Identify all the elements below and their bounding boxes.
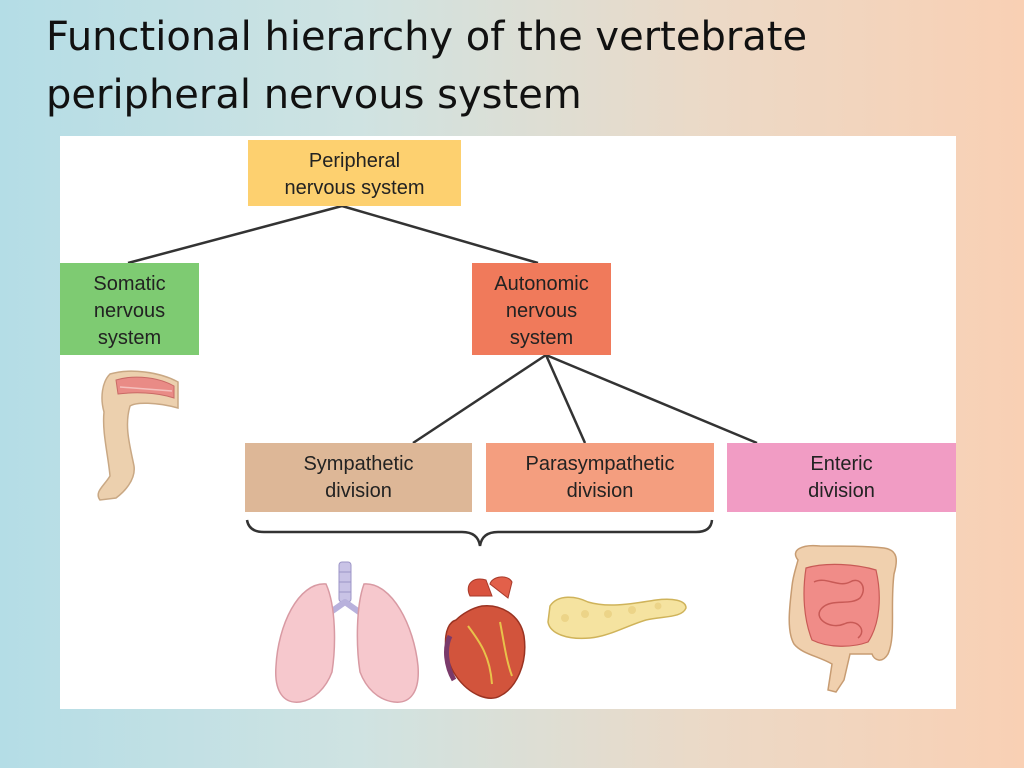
connector-lines	[97, 204, 898, 703]
connector-autonomic-enteric	[545, 353, 758, 445]
connector-pns-autonomic	[341, 204, 539, 265]
node-somatic-nervous-system: Somatic nervous system	[60, 263, 199, 355]
intestine-icon	[788, 544, 898, 693]
pancreas-icon	[547, 596, 687, 640]
node-enteric-division: Enteric division	[727, 443, 956, 512]
heart-icon	[444, 576, 526, 699]
connector-autonomic-sympathetic	[412, 353, 547, 445]
node-sympathetic-division: Sympathetic division	[245, 443, 472, 512]
diagram-panel: Peripheral nervous system Somatic nervou…	[60, 136, 956, 709]
node-peripheral-nervous-system: Peripheral nervous system	[248, 140, 461, 206]
connector-autonomic-parasympathetic	[544, 354, 587, 444]
lungs-icon	[275, 561, 419, 703]
leg-icon	[97, 370, 179, 501]
node-parasympathetic-division: Parasympathetic division	[486, 443, 714, 512]
slide-title: Functional hierarchy of the vertebrate p…	[46, 14, 808, 118]
brace	[245, 519, 714, 547]
connector-pns-somatic	[127, 204, 343, 265]
node-autonomic-nervous-system: Autonomic nervous system	[472, 263, 611, 355]
